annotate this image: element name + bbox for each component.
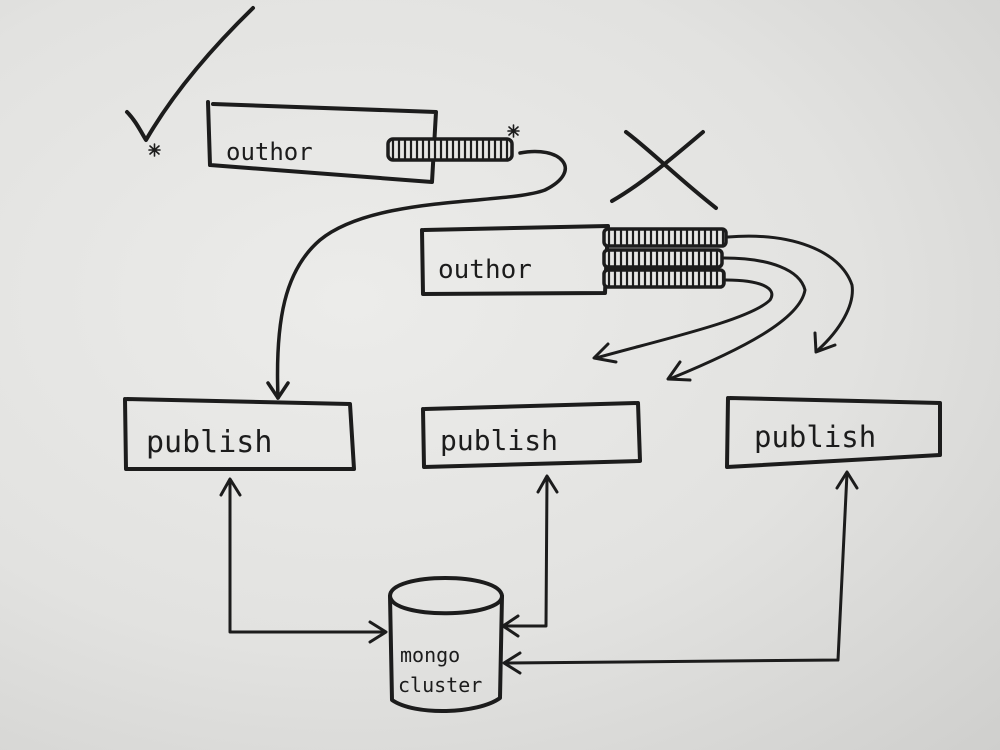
author-box-single: outhor <box>206 100 438 184</box>
mongo-cylinder: mongo cluster <box>388 576 504 714</box>
publish-box-2: publish <box>421 401 642 469</box>
db-link-3 <box>502 470 859 675</box>
publish-label: publish <box>754 420 876 454</box>
author-box-multiple: outhor <box>420 224 610 296</box>
connection-arrow <box>266 149 567 400</box>
star-icon <box>507 124 520 138</box>
connection-plug <box>386 137 514 162</box>
publish-label: publish <box>440 424 558 457</box>
mongo-label-line1: mongo <box>400 643 460 667</box>
fan-out-arrows <box>592 234 854 382</box>
x-mark-icon <box>610 130 718 210</box>
publish-box-1: publish <box>123 397 356 471</box>
mongo-label-line2: cluster <box>398 673 482 697</box>
star-icon <box>148 143 161 157</box>
author-label: outhor <box>438 255 532 285</box>
db-link-1 <box>219 477 388 644</box>
author-label: outhor <box>226 138 313 166</box>
publish-label: publish <box>146 425 272 460</box>
publish-box-3: publish <box>725 396 942 469</box>
checkmark-icon <box>125 6 255 142</box>
connection-plugs <box>602 227 728 289</box>
db-link-2 <box>501 474 559 638</box>
